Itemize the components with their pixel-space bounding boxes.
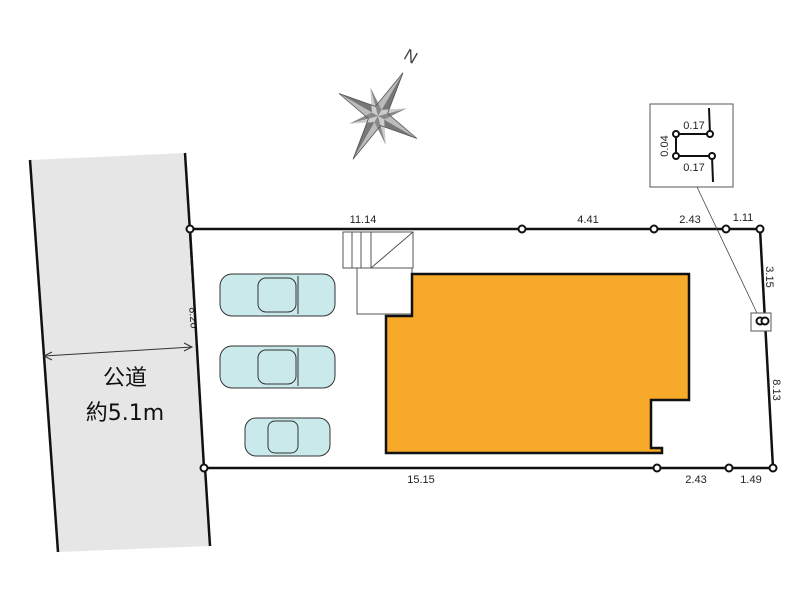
parked-car: [219, 273, 336, 317]
house-footprint: [384, 272, 691, 455]
north-label: N: [401, 45, 421, 68]
dimension-top-2: 4.41: [577, 214, 598, 226]
boundary-markers: [185, 224, 778, 473]
dimension-top-1: 11.14: [350, 214, 377, 226]
inset-top-dimension: 0.17: [683, 120, 704, 132]
road-width-label: 約5.1m: [86, 401, 164, 426]
dimension-right-1: 3.15: [763, 266, 775, 287]
road-label: 公道: [103, 366, 147, 391]
inset-side-dimension: 0.04: [659, 135, 671, 156]
north-compass-icon: [338, 72, 418, 160]
dimension-right-2: 8.13: [770, 379, 782, 400]
parked-car: [244, 417, 331, 457]
dimension-bottom-2: 2.43: [685, 474, 706, 486]
dimension-bottom-1: 15.15: [407, 474, 435, 486]
dimension-top-4: 1.11: [733, 212, 754, 224]
dimension-top-3: 2.43: [679, 214, 700, 226]
inset-bottom-dimension: 0.17: [683, 162, 704, 174]
road-width-arrow: [42, 342, 194, 361]
parked-car: [219, 345, 336, 389]
boundary-detail-inset: 0.17 0.04 0.17: [649, 103, 734, 188]
public-road: [30, 153, 210, 552]
dimension-bottom-3: 1.49: [740, 474, 761, 486]
